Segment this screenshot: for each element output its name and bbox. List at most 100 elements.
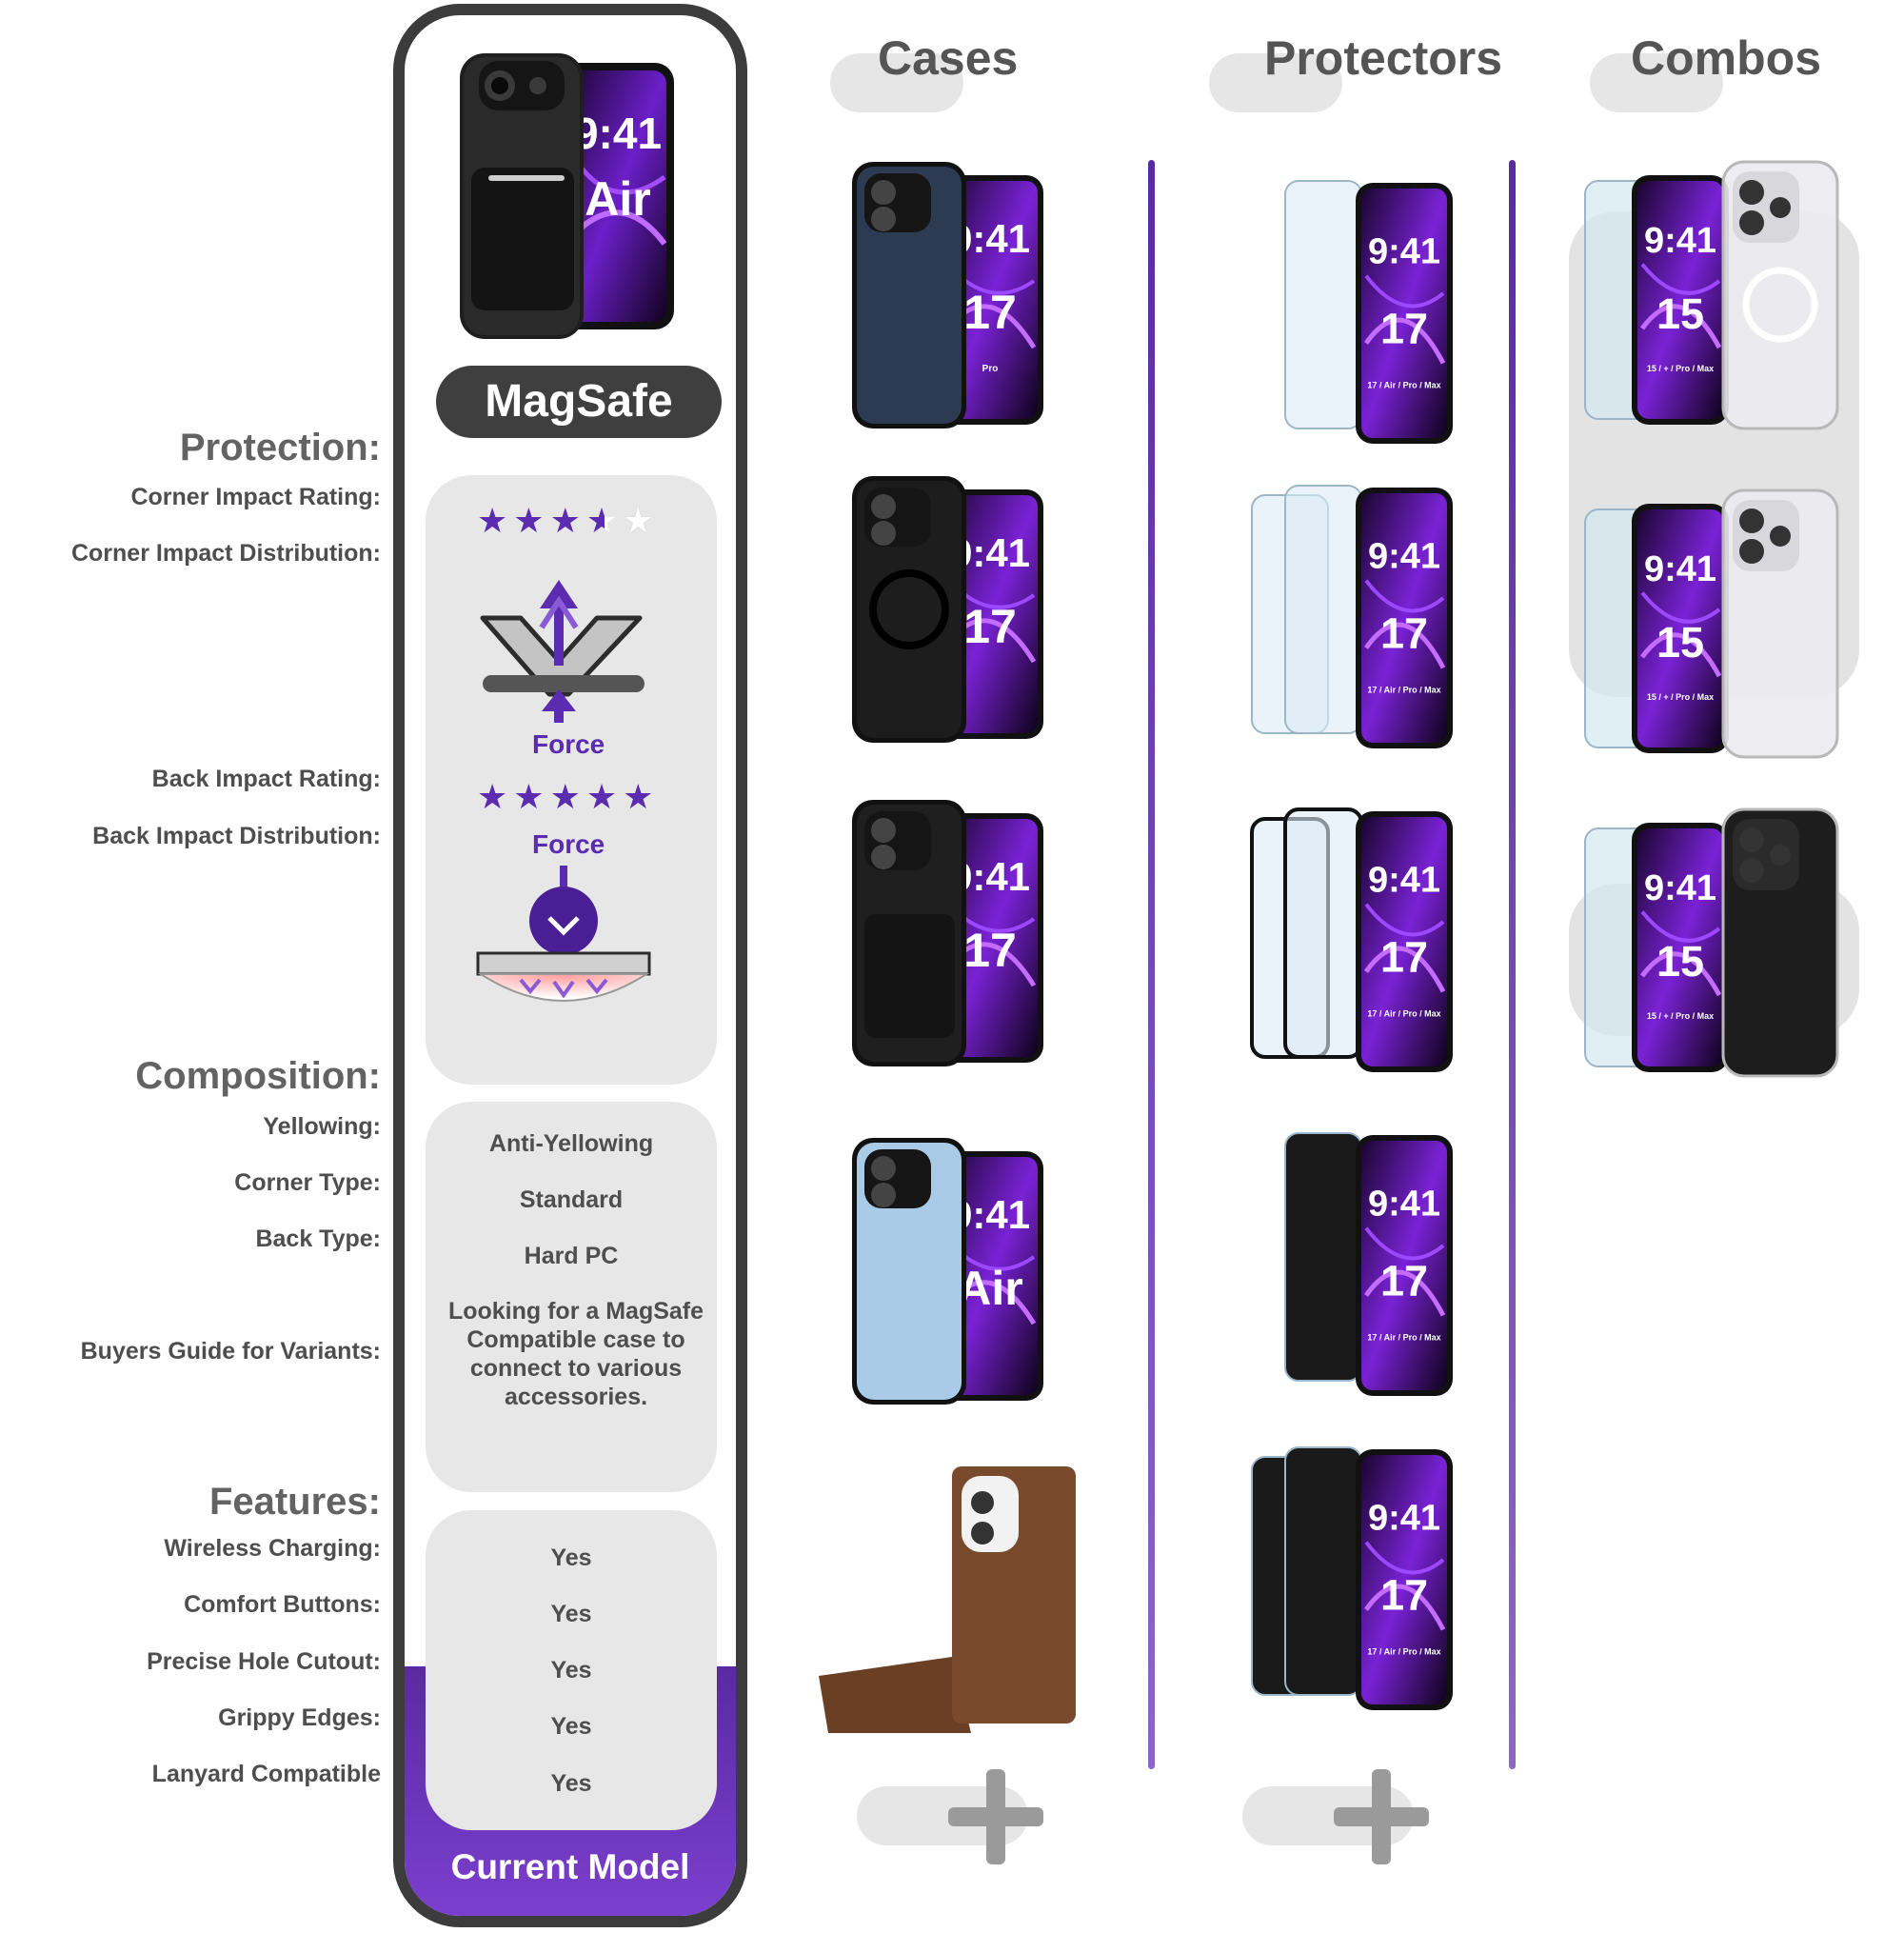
combo-product-image[interactable]: 9:41 15 15 / + / Pro / Max: [1580, 481, 1847, 767]
value-yellowing: Anti-Yellowing: [488, 1130, 654, 1157]
label-yellowing: Yellowing:: [263, 1113, 381, 1140]
screen-sub-text: 17 / Air / Pro / Max: [1367, 1009, 1440, 1019]
screen-time-text: 9:41: [1368, 537, 1440, 577]
combo-product-image[interactable]: 9:41 15 15 / + / Pro / Max: [1580, 152, 1847, 438]
screen-time-text: 9:41: [1368, 1499, 1440, 1539]
screen-big-text: 15: [1656, 618, 1704, 667]
star-icon: ★: [549, 501, 586, 540]
label-wireless-charging: Wireless Charging:: [164, 1535, 381, 1562]
empty-star-icon: ★: [623, 501, 660, 540]
screen-time-text: 9:41: [1644, 868, 1716, 908]
screen-big-text: 15: [1656, 289, 1704, 338]
current-model-label: Current Model: [450, 1847, 690, 1886]
star-icon: ★: [513, 501, 550, 540]
screen-time-text: 9:41: [1368, 861, 1440, 901]
screen-sub-text: 17 / Air / Pro / Max: [1367, 686, 1440, 695]
star-icon: ★: [549, 777, 586, 816]
header-protectors[interactable]: Protectors: [1264, 31, 1503, 85]
value-back-type: Hard PC: [524, 1243, 619, 1269]
label-back-impact-distribution: Back Impact Distribution:: [92, 823, 381, 849]
corner-force-label: Force: [532, 729, 605, 759]
back-impact-stars: ★★★★★: [477, 780, 659, 814]
screen-time-text: 9:41: [1644, 221, 1716, 261]
protector-product-image[interactable]: 9:41 17 17 / Air / Pro / Max: [1247, 171, 1476, 457]
divider-cases-protectors: [1148, 160, 1155, 1769]
screen-sub-text: 15 / + / Pro / Max: [1647, 692, 1714, 702]
section-features: Features:: [208, 1481, 381, 1523]
hero-screen-word: Air: [585, 172, 650, 226]
corner-impact-stars: ★★★★★: [477, 504, 659, 538]
screen-sub-text: 17 / Air / Pro / Max: [1367, 381, 1440, 390]
star-icon: ★: [623, 777, 660, 816]
half-star-icon: ★: [585, 501, 624, 540]
corner-impact-diagram-icon: [480, 580, 645, 723]
value-lanyard-compatible: Yes: [550, 1770, 592, 1797]
back-impact-diagram-icon: [476, 866, 651, 1002]
screen-sub-text: Pro: [982, 364, 999, 374]
screen-big-text: Air: [957, 1262, 1022, 1315]
protector-product-image[interactable]: 9:41 17 17 / Air / Pro / Max: [1247, 476, 1476, 762]
screen-sub-text: 17 / Air / Pro / Max: [1367, 1647, 1440, 1657]
screen-big-text: 15: [1656, 937, 1704, 986]
composition-card: Anti-Yellowing Standard Hard PC Looking …: [426, 1102, 717, 1492]
protector-product-image[interactable]: 9:41 17 17 / Air / Pro / Max: [1247, 800, 1476, 1086]
hero-screen-time: 9:41: [574, 109, 662, 158]
screen-big-text: 17: [963, 600, 1017, 653]
protectors-header-pill: [1209, 53, 1342, 112]
cases-header-pill: [830, 53, 963, 112]
screen-time-text: 9:41: [1368, 1185, 1440, 1225]
screen-time-text: 9:41: [1644, 549, 1716, 589]
screen-big-text: 17: [1380, 304, 1428, 352]
section-composition: Composition:: [135, 1055, 381, 1097]
value-buyers-guide: Looking for a MagSafe Compatible case to…: [447, 1298, 704, 1410]
value-comfort-buttons: Yes: [550, 1601, 592, 1627]
label-corner-impact-distribution: Corner Impact Distribution:: [70, 540, 381, 567]
label-precise-hole-cutout: Precise Hole Cutout:: [147, 1648, 381, 1675]
label-corner-type: Corner Type:: [234, 1169, 381, 1196]
current-model-column: 9:41 Air MagSafe ★★★★★ Force ★★★★★ Force: [393, 4, 747, 1927]
section-protection: Protection:: [179, 427, 381, 468]
label-buyers-guide: Buyers Guide for Variants:: [80, 1338, 381, 1365]
screen-big-text: 17: [963, 924, 1017, 977]
case-product-image[interactable]: [809, 1457, 1095, 1743]
screen-sub-text: 17 / Air / Pro / Max: [1367, 1333, 1440, 1343]
label-grippy-edges: Grippy Edges:: [218, 1704, 381, 1731]
value-wireless-charging: Yes: [550, 1544, 592, 1571]
star-icon: ★: [513, 777, 550, 816]
label-lanyard-compatible: Lanyard Compatible: [151, 1761, 381, 1787]
screen-big-text: 17: [1380, 1570, 1428, 1619]
screen-sub-text: 15 / + / Pro / Max: [1647, 364, 1714, 373]
screen-sub-text: 15 / + / Pro / Max: [1647, 1011, 1714, 1021]
back-force-label: Force: [532, 829, 605, 859]
label-back-impact-rating: Back Impact Rating:: [151, 766, 381, 792]
protector-product-image[interactable]: 9:41 17 17 / Air / Pro / Max: [1247, 1124, 1476, 1409]
star-icon: ★: [477, 501, 514, 540]
features-card: Yes Yes Yes Yes Yes: [426, 1510, 717, 1830]
value-grippy-edges: Yes: [550, 1713, 592, 1740]
label-back-type: Back Type:: [255, 1226, 381, 1252]
protection-card: ★★★★★ Force ★★★★★ Force: [426, 475, 717, 1085]
value-corner-type: Standard: [519, 1186, 624, 1213]
label-corner-impact-rating: Corner Impact Rating:: [130, 484, 381, 510]
add-protector-button[interactable]: [1334, 1769, 1429, 1864]
screen-big-text: 17: [1380, 1256, 1428, 1305]
current-model-product-image[interactable]: 9:41 Air: [450, 44, 698, 349]
add-case-button[interactable]: [948, 1769, 1043, 1864]
current-model-name: MagSafe: [436, 366, 722, 438]
protector-product-image[interactable]: 9:41 17 17 / Air / Pro / Max: [1247, 1438, 1476, 1724]
divider-protectors-combos: [1509, 160, 1516, 1769]
combos-header-pill: [1590, 53, 1723, 112]
screen-time-text: 9:41: [1368, 232, 1440, 272]
header-combos[interactable]: Combos: [1631, 31, 1821, 85]
star-icon: ★: [477, 777, 514, 816]
combo-product-image[interactable]: 9:41 15 15 / + / Pro / Max: [1580, 800, 1847, 1086]
screen-big-text: 17: [1380, 932, 1428, 981]
screen-big-text: 17: [963, 286, 1017, 339]
screen-big-text: 17: [1380, 608, 1428, 657]
header-cases[interactable]: Cases: [878, 31, 1019, 85]
star-icon: ★: [585, 777, 624, 816]
